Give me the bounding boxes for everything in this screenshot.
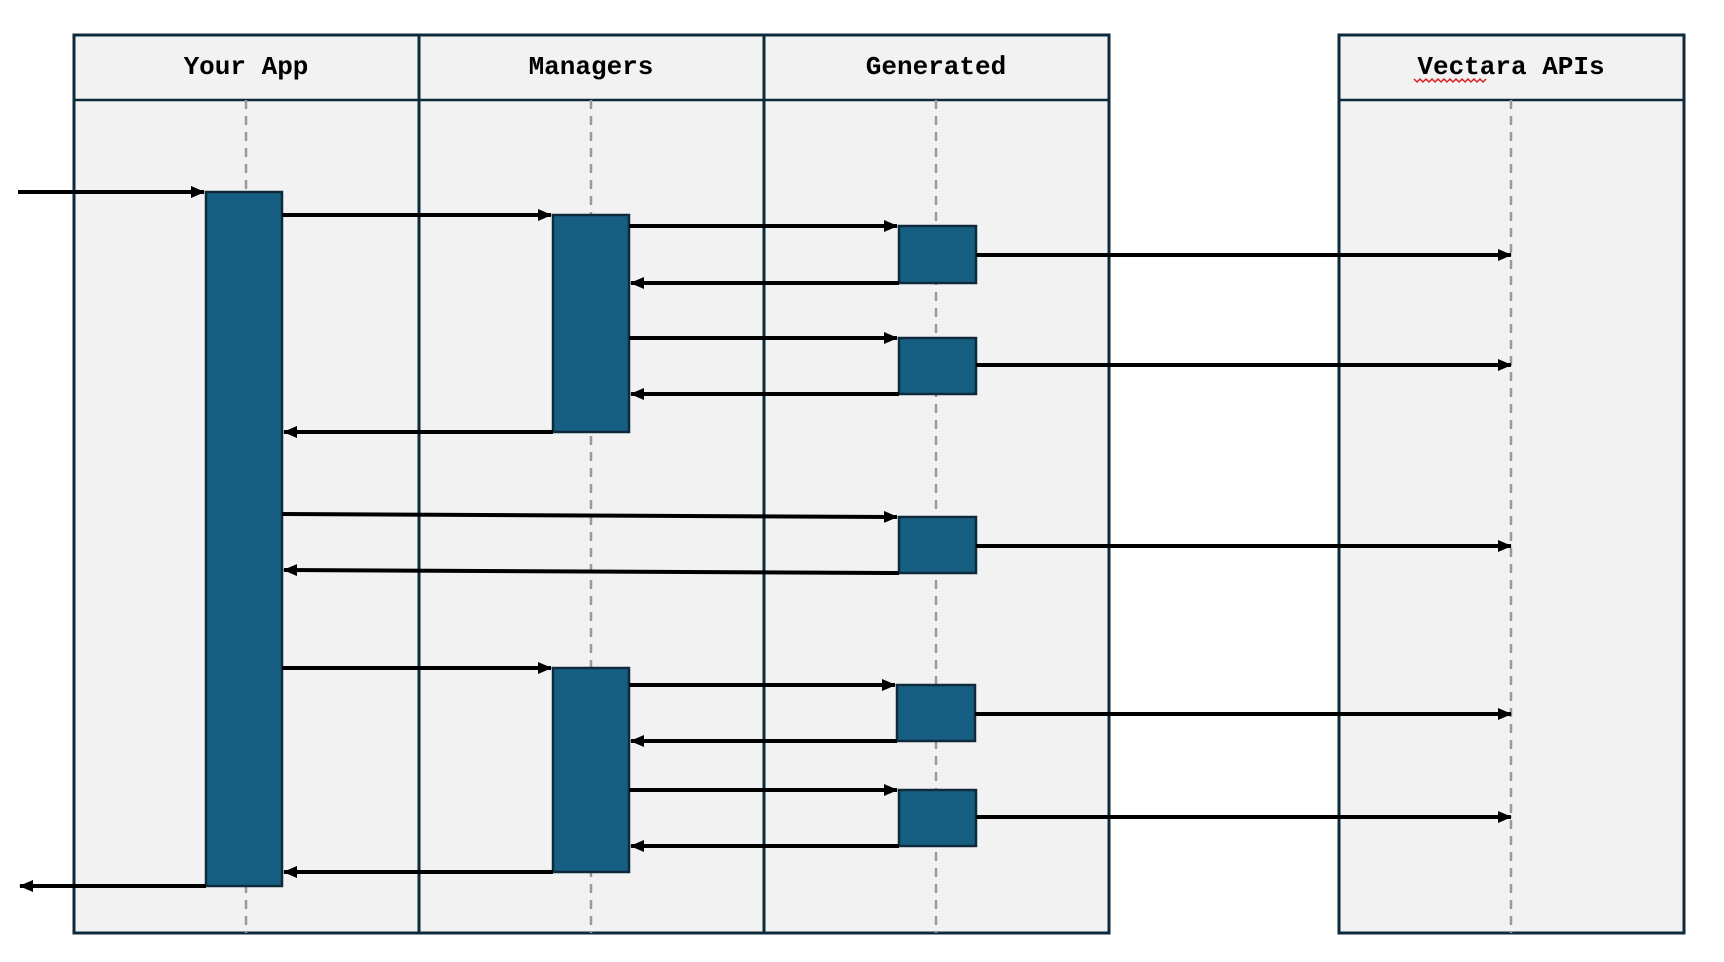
activation-generated-1 [897, 224, 978, 285]
activation-generated-2 [897, 336, 978, 396]
activation-generated-5 [897, 788, 978, 848]
activation-generated-4 [895, 683, 977, 743]
arrow-app-to-generated-direct [281, 510, 898, 523]
arrow-generated-return-direct [283, 564, 900, 577]
spellcheck-squiggle [1413, 77, 1487, 84]
activation-generated-3 [897, 515, 978, 575]
lane-title-vectara-apis: Vectara APIs [1417, 52, 1604, 82]
lane-title-your-app: Your App [184, 52, 309, 82]
activation-your-app [204, 190, 284, 888]
activation-managers-2 [551, 666, 631, 874]
lane-title-generated: Generated [866, 52, 1006, 82]
lane-title-managers: Managers [529, 52, 654, 82]
activation-managers-1 [551, 213, 631, 434]
